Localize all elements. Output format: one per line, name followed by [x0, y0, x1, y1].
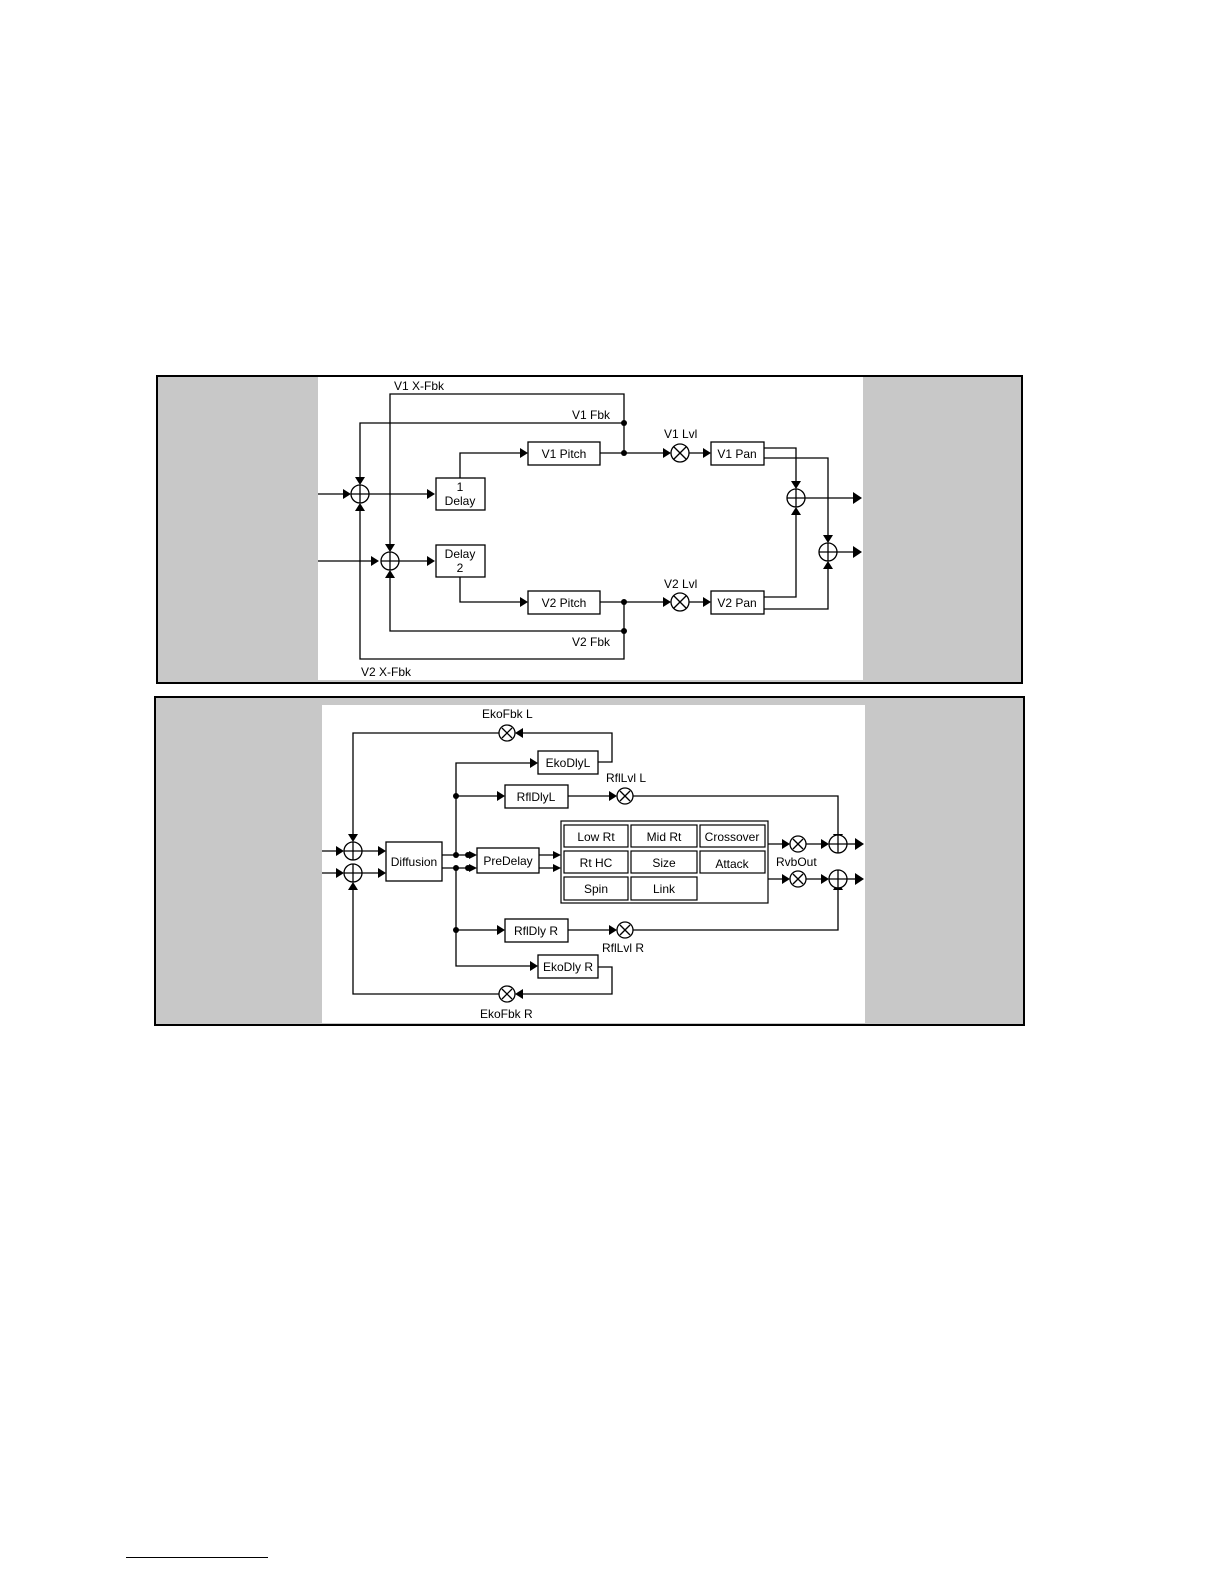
signal-flow-diagram-voices: 1 Delay Delay 2 V1 Pitch V2 Pitch	[156, 375, 1023, 684]
grid-rt-hc-label: Rt HC	[580, 856, 613, 870]
v2-xfbk-label: V2 X-Fbk	[361, 665, 412, 679]
eko-fbk-r-label: EkoFbk R	[480, 1007, 533, 1021]
arrow-icon	[343, 489, 351, 499]
grid-crossover-label: Crossover	[705, 830, 760, 844]
delay-2-label-b: 2	[457, 561, 464, 575]
rfl-lvl-r-label: RflLvl R	[602, 941, 644, 955]
grid-attack-label: Attack	[715, 857, 749, 871]
v1-pitch-label: V1 Pitch	[542, 447, 587, 461]
diffusion-label: Diffusion	[391, 855, 437, 869]
eko-dly-r-label: EkoDly R	[543, 960, 593, 974]
v1-lvl-label: V1 Lvl	[664, 427, 697, 441]
grid-spin-label: Spin	[584, 882, 608, 896]
rvb-out-label: RvbOut	[776, 855, 817, 869]
v2-pan-label: V2 Pan	[717, 596, 756, 610]
rfl-lvl-l-label: RflLvl L	[606, 771, 646, 785]
output-arrow-icon	[855, 873, 864, 885]
grid-mid-rt-label: Mid Rt	[647, 830, 682, 844]
output-arrow-icon	[853, 546, 862, 558]
footnote-rule	[126, 1557, 268, 1558]
delay-2-label-a: Delay	[445, 547, 476, 561]
grid-link-label: Link	[653, 882, 676, 896]
arrow-icon	[371, 556, 379, 566]
diagram-canvas-reverb: Diffusion PreDelay	[322, 705, 865, 1023]
voices-block-diagram: 1 Delay Delay 2 V1 Pitch V2 Pitch	[318, 377, 863, 680]
v1-fbk-label: V1 Fbk	[572, 408, 611, 422]
output-arrow-icon	[853, 492, 862, 504]
v1-pan-label: V1 Pan	[717, 447, 756, 461]
rfl-dly-l-label: RflDlyL	[517, 790, 556, 804]
delay-1-label-b: Delay	[445, 494, 476, 508]
v2-fbk-label: V2 Fbk	[572, 635, 611, 649]
grid-size-label: Size	[652, 856, 676, 870]
v1-xfbk-label: V1 X-Fbk	[394, 379, 445, 393]
predelay-label: PreDelay	[483, 854, 532, 868]
delay-1-label-a: 1	[457, 480, 464, 494]
rfl-dly-r-label: RflDly R	[514, 924, 558, 938]
grid-low-rt-label: Low Rt	[577, 830, 615, 844]
eko-dly-l-label: EkoDlyL	[546, 756, 591, 770]
reverb-block-diagram: Diffusion PreDelay	[322, 705, 865, 1023]
diagram-canvas-voices: 1 Delay Delay 2 V1 Pitch V2 Pitch	[318, 377, 863, 680]
signal-flow-diagram-reverb: Diffusion PreDelay	[154, 696, 1025, 1026]
eko-fbk-l-label: EkoFbk L	[482, 707, 533, 721]
v2-lvl-label: V2 Lvl	[664, 577, 697, 591]
output-arrow-icon	[855, 838, 864, 850]
v2-pitch-label: V2 Pitch	[542, 596, 587, 610]
